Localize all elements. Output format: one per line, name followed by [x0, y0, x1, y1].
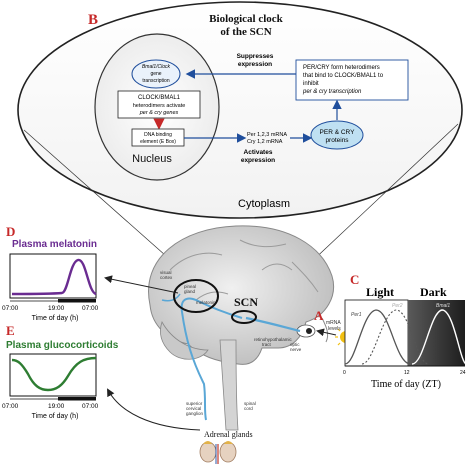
cell-title-line1: Biological clock: [209, 13, 284, 25]
melatonin-curve: [11, 258, 97, 296]
adrenal-label: Adrenal glands: [204, 430, 253, 439]
melatonin-frame: [9, 253, 97, 299]
e-tick-right: 07:00: [82, 403, 99, 410]
nucleus-label: Nucleus: [132, 153, 172, 165]
panel-b: B Biological clock of the SCN Nucleus Bm…: [17, 1, 463, 219]
superior-1: superior: [186, 401, 203, 406]
superior-2: cervical: [186, 406, 201, 411]
melatonin-title: Plasma melatonin: [12, 239, 97, 250]
spinal-1: spinal: [244, 401, 256, 406]
light-arrow: [316, 328, 337, 337]
panel-e-letter: E: [6, 323, 15, 338]
sympathetic-pathway: [180, 297, 243, 421]
visual-cortex-2: cortex: [160, 275, 173, 280]
per-cry-heterodimer-box: [295, 59, 409, 101]
cell-title-line2: of the SCN: [220, 26, 271, 38]
panel-d: D Plasma melatonin 07:00 19:00 07:00 Tim…: [2, 224, 99, 322]
clock-line-3: per & cry genes: [139, 110, 179, 116]
optic-1: optic: [290, 342, 300, 347]
dna-line-1: DNA binding: [144, 132, 172, 138]
c-ylabel-1: mRNA: [326, 320, 341, 326]
light-label: Light: [366, 285, 394, 299]
clock-bmal1-box: [117, 90, 201, 119]
visual-cortex-1: visual: [160, 270, 172, 275]
bmal-line-2: gene: [150, 71, 161, 77]
percry-line-3: inhibit: [303, 81, 319, 87]
arrow-to-melatonin: [104, 275, 179, 294]
retino-2: tract: [262, 342, 272, 347]
per2-label: Per2: [392, 303, 403, 309]
pineal-1: pineal: [184, 284, 196, 289]
c-tick-24: 24: [460, 370, 466, 376]
retinohypothalamic-pathway: [245, 316, 301, 333]
per1-curve: [344, 309, 411, 365]
glucocorticoid-title: Plasma glucocorticoids: [6, 340, 119, 351]
glucocorticoid-night-bar: [58, 397, 96, 401]
panel-a-letter: A: [314, 308, 324, 323]
melatonin-night-bar: [58, 299, 96, 303]
e-tick-mid: 19:00: [48, 403, 65, 410]
panel-e: E Plasma glucocorticoids 07:00 19:00 07:…: [2, 323, 119, 420]
percry-line-2: that bind to CLOCK/BMAL1 to: [303, 73, 384, 79]
dna-line-2: element (E Box): [140, 139, 176, 145]
bmal-line-1: Bmal1/Clock: [142, 64, 171, 70]
suppresses-line-1: Suppresses: [237, 53, 274, 60]
glucocorticoid-curve: [11, 356, 97, 392]
c-xlabel: Time of day (ZT): [371, 379, 441, 390]
per2-curve: [361, 309, 429, 365]
panel-c-letter: C: [350, 272, 359, 287]
c-ylabel-2: levels: [328, 326, 341, 332]
dark-phase-area: [408, 300, 465, 366]
retino-1: retinohypothalamic: [254, 337, 293, 342]
d-tick-left: 07:00: [2, 305, 19, 312]
pineal-region-circle: [173, 279, 219, 313]
melatonin-label: melatonin: [196, 300, 216, 305]
e-xlabel: Time of day (h): [32, 413, 79, 420]
scn-circle: [231, 310, 257, 324]
cerebellum: [160, 321, 209, 360]
spinal-2: cord: [244, 406, 253, 411]
optic-2: nerve: [290, 347, 302, 352]
panel-c: C Light Dark Per1 Per2 Bmal1 mRNA levels…: [326, 272, 467, 390]
activates-line-2: expression: [241, 157, 275, 164]
e-tick-left: 07:00: [2, 403, 19, 410]
adrenal-glands-icon: [199, 441, 237, 464]
bmal1-curve: [411, 309, 467, 365]
pineal-2: gland: [184, 289, 196, 294]
mrna-per: Per 1,2,3 mRNA: [247, 132, 287, 138]
mrna-cry: Cry 1,2 mRNA: [247, 139, 283, 145]
d-tick-right: 07:00: [82, 305, 99, 312]
bmal1-label: Bmal1: [436, 303, 450, 309]
superior-3: ganglion: [186, 411, 204, 416]
face-profile: [321, 317, 329, 343]
scn-label: SCN: [234, 295, 258, 309]
proteins-line-2: proteins: [325, 137, 349, 144]
per1-label: Per1: [351, 312, 362, 318]
clock-line-1: CLOCK/BMAL1: [138, 95, 181, 101]
clock-line-2: heterodimers activate: [133, 103, 186, 109]
brainstem: [219, 339, 239, 431]
dark-label: Dark: [420, 285, 447, 299]
light-phase-area: [344, 299, 409, 367]
d-xlabel: Time of day (h): [32, 315, 79, 322]
d-tick-mid: 19:00: [48, 305, 65, 312]
percry-line-4: per & cry transcription: [302, 89, 362, 95]
percry-line-1: PER/CRY form heterodimers: [303, 65, 380, 71]
suppresses-line-2: expression: [238, 61, 272, 68]
activates-line-1: Activates: [244, 149, 273, 156]
proteins-line-1: PER & CRY: [320, 129, 356, 136]
panel-d-letter: D: [6, 224, 15, 239]
c-tick-0: 0: [343, 370, 346, 376]
bmal-line-3: transcription: [142, 78, 169, 84]
per-cry-proteins-oval: [310, 120, 364, 150]
arrow-to-glucocorticoids: [107, 388, 201, 431]
c-tick-12: 12: [404, 370, 410, 376]
cytoplasm-label: Cytoplasm: [238, 198, 290, 210]
brain-illustration: SCN visual cortex pineal gland melatonin…: [148, 225, 334, 464]
bmal-clock-transcription-oval: [131, 59, 181, 89]
panel-b-letter: B: [88, 12, 98, 28]
